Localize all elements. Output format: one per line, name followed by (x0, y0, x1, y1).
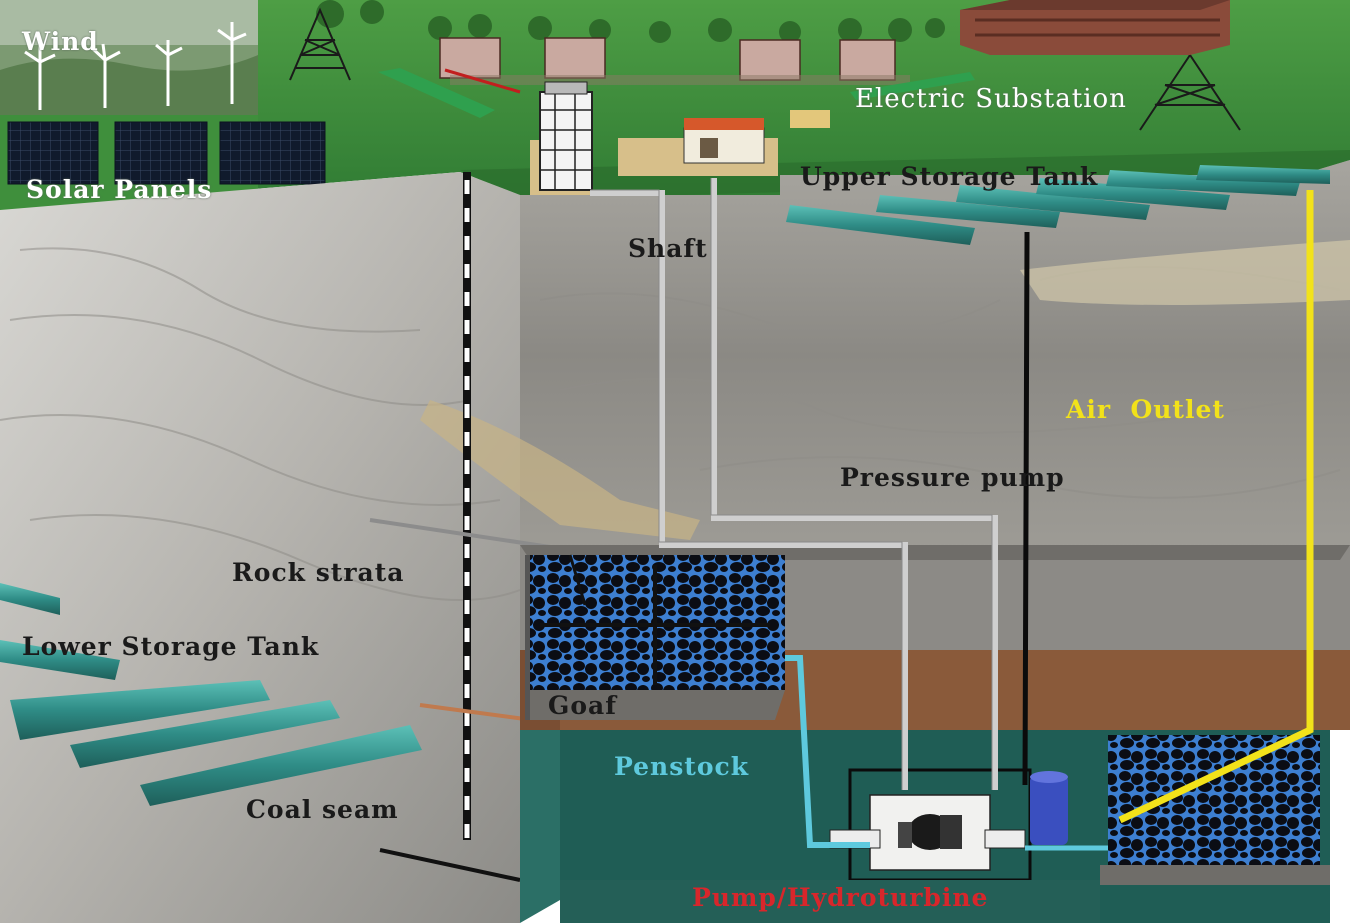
goaf-block (525, 554, 785, 720)
wind-label: Wind (22, 27, 99, 56)
sandstone-band (1020, 240, 1350, 305)
coal-seam-pointer (379, 848, 521, 882)
pressure-pump-label: Pressure pump (840, 463, 1065, 492)
shaft-pipes-outline (590, 178, 993, 790)
green-pipe (850, 72, 975, 100)
coal-seam-label: Coal seam (246, 795, 399, 824)
solar-panel-icon (114, 121, 208, 185)
green-pipe (378, 68, 495, 118)
shaft-headframe (530, 81, 593, 195)
pump-hydroturbine-unit (829, 768, 1032, 882)
pressure-pipe (1022, 232, 1030, 786)
lower-goaf-block (1100, 735, 1330, 885)
shaft-pipes (590, 178, 998, 790)
lower-storage-tank-pipes (0, 583, 422, 806)
mine-floor-side (520, 730, 560, 923)
pump-house (618, 118, 778, 176)
solar-panels-label: Solar Panels (26, 175, 213, 204)
power-line (444, 68, 521, 94)
sand-patch (790, 110, 830, 128)
rock-strata-label: Rock strata (232, 558, 405, 587)
transmission-tower-icon (289, 7, 351, 81)
substation-equipment (439, 37, 896, 81)
solar-panel-icon (7, 121, 99, 185)
pressure-pump-cylinder (1030, 771, 1068, 845)
air-outlet-label: Air Outlet (1066, 395, 1225, 424)
solar-panels (0, 115, 326, 210)
tree-row (316, 0, 945, 43)
substation-building (960, 0, 1230, 55)
pavement (450, 75, 910, 85)
goaf-label: Goaf (548, 691, 617, 720)
shaft-label: Shaft (628, 234, 708, 263)
floor-slab (560, 880, 1100, 923)
penstock-label: Penstock (614, 752, 750, 781)
electric-substation-label: Electric Substation (855, 84, 1127, 114)
wind-turbine-icon (24, 22, 247, 110)
upper-storage-tank-label: Upper Storage Tank (800, 162, 1099, 191)
upper-storage-tank-pipes (786, 165, 1330, 245)
solar-panel-icon (219, 121, 326, 185)
lower-storage-tank-label: Lower Storage Tank (22, 632, 320, 661)
air-outlet-pipe (1118, 190, 1314, 824)
penstock-pipe (785, 655, 870, 848)
wind-farm (0, 0, 258, 115)
pump-hydroturbine-label: Pump/Hydroturbine (692, 883, 989, 912)
sandstone-band (420, 400, 700, 540)
